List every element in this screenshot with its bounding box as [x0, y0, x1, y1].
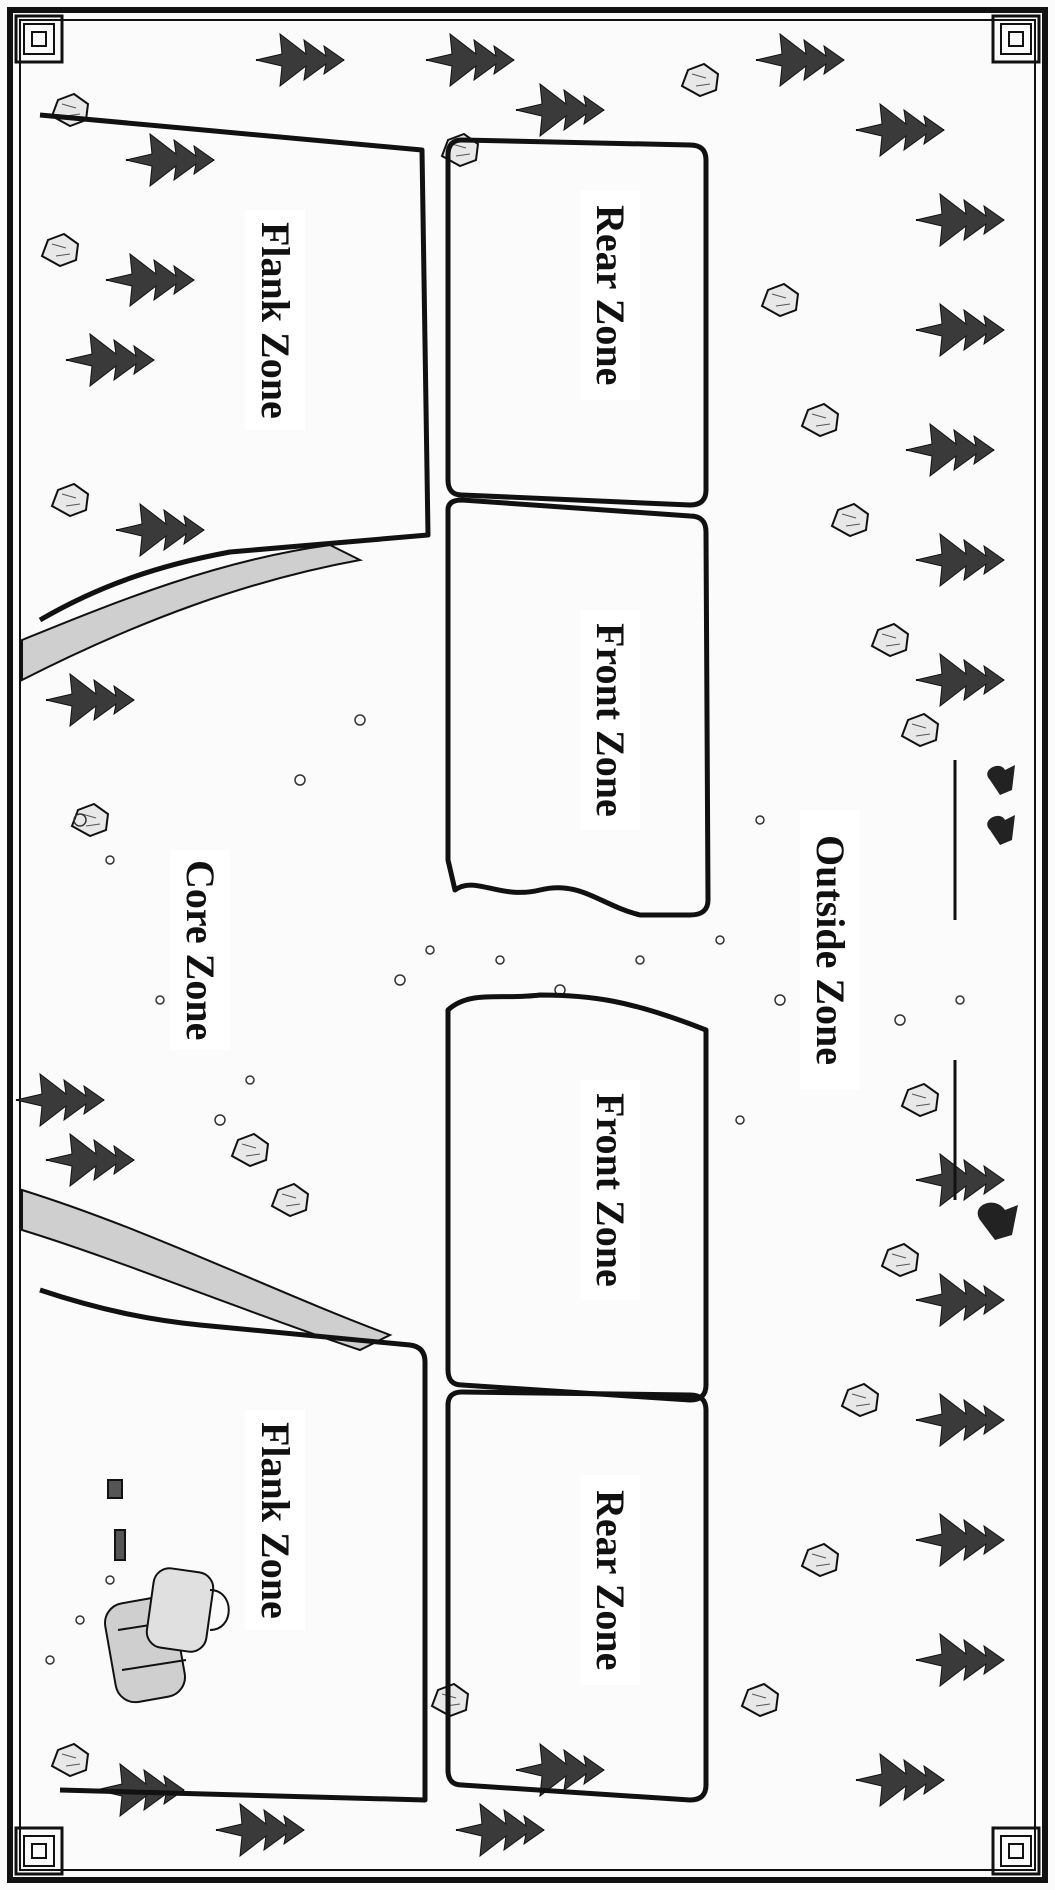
- core-zone-label[interactable]: Core Zone: [170, 850, 230, 1050]
- front-zone-bottom-label[interactable]: Front Zone: [580, 1080, 640, 1300]
- flank-zone-top-label[interactable]: Flank Zone: [245, 210, 305, 430]
- outside-zone-label[interactable]: Outside Zone: [800, 810, 860, 1090]
- front-zone-top-label[interactable]: Front Zone: [580, 610, 640, 830]
- flank-zone-bottom-label[interactable]: Flank Zone: [245, 1410, 305, 1630]
- rear-zone-top-label[interactable]: Rear Zone: [580, 190, 640, 400]
- rear-zone-bottom-label[interactable]: Rear Zone: [580, 1475, 640, 1685]
